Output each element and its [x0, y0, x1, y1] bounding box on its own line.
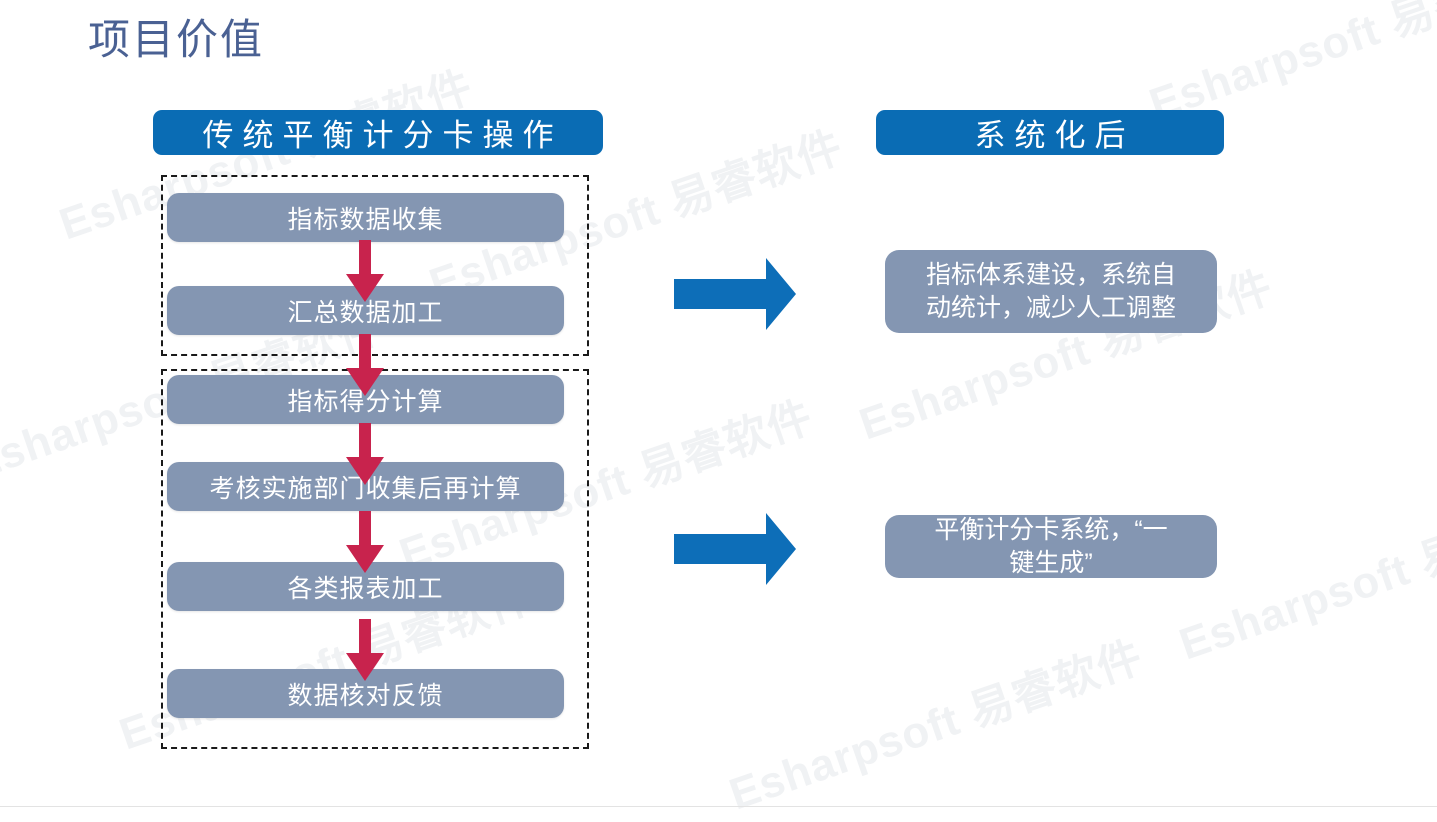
arrow-right-icon	[674, 258, 796, 330]
arrow-right-icon	[674, 513, 796, 585]
result-box-2-line1: 平衡计分卡系统，“一	[934, 515, 1168, 544]
result-box-1[interactable]: 指标体系建设，系统自 动统计，减少人工调整	[885, 250, 1217, 333]
arrow-down-icon	[346, 423, 384, 485]
watermark-text: Esharpsoft 易睿软件	[723, 632, 1149, 820]
process-box-1[interactable]: 指标数据收集	[167, 193, 564, 242]
result-box-1-line1: 指标体系建设，系统自	[925, 260, 1176, 289]
arrow-down-icon	[346, 334, 384, 396]
page-title: 项目价值	[88, 16, 265, 63]
process-box-6[interactable]: 数据核对反馈	[167, 669, 564, 718]
dashed-group-data-collection	[161, 175, 589, 356]
result-box-2[interactable]: 平衡计分卡系统，“一 键生成”	[885, 515, 1217, 578]
arrow-down-icon	[346, 240, 384, 302]
column-header-systemized: 系统化后	[876, 110, 1224, 155]
arrow-down-icon	[346, 619, 384, 681]
result-box-1-line2: 动统计，减少人工调整	[925, 293, 1176, 322]
column-header-traditional: 传统平衡计分卡操作	[153, 110, 603, 155]
result-box-2-line2: 键生成”	[1009, 548, 1093, 577]
arrow-down-icon	[346, 511, 384, 573]
bottom-divider	[0, 806, 1437, 807]
